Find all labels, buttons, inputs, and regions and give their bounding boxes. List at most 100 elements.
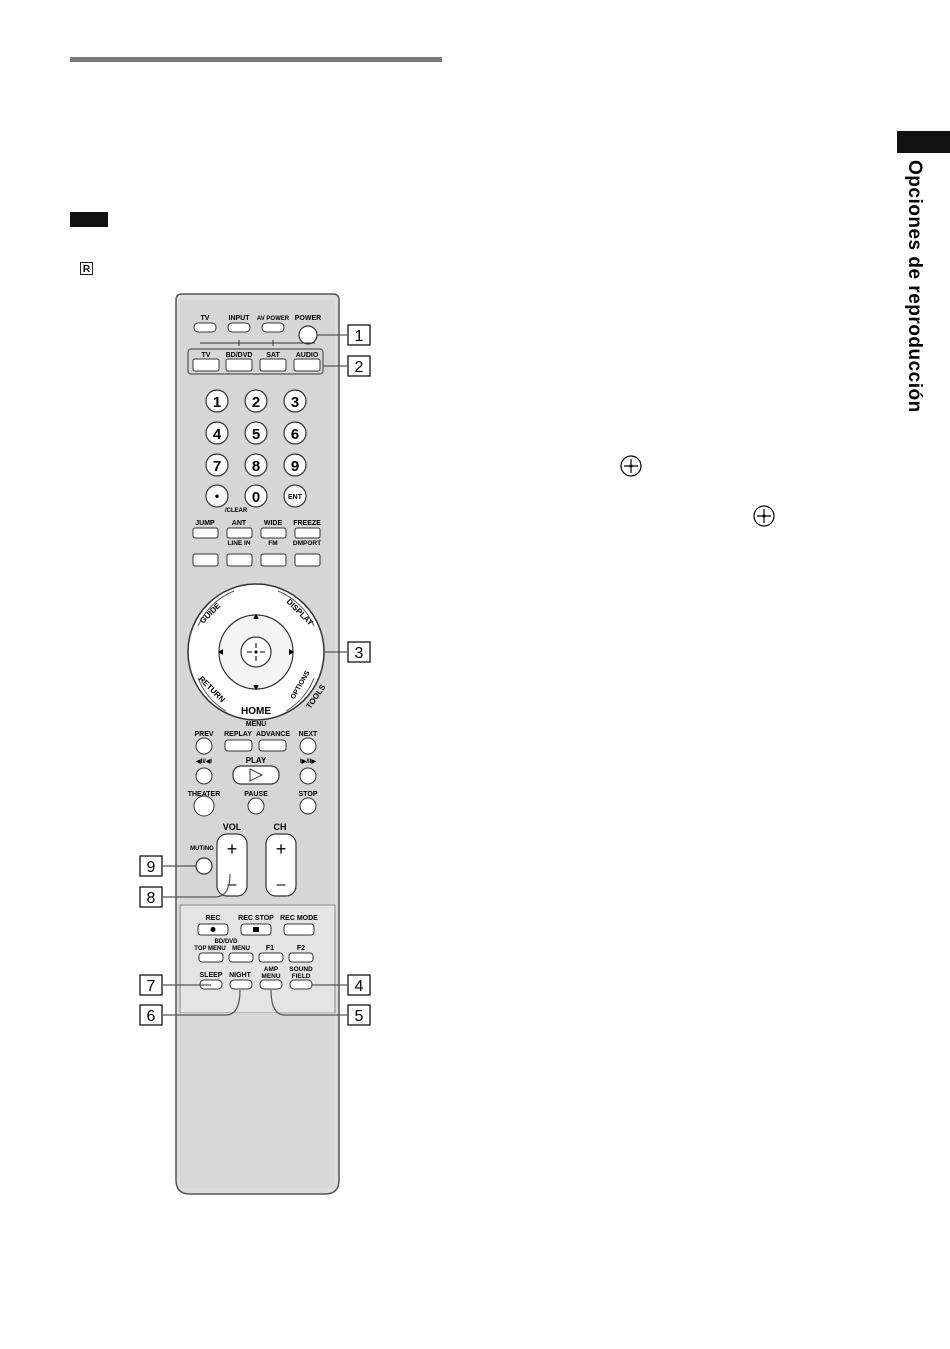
transport-row-2: ◀II/◀I PLAY I▶/II▶	[195, 756, 317, 785]
tv-button[interactable]	[193, 322, 217, 333]
field-label: FIELD	[292, 973, 311, 980]
next-label: NEXT	[299, 731, 318, 738]
callout-box	[347, 324, 371, 346]
enter-icon	[620, 455, 642, 477]
tv-select-button[interactable]	[192, 358, 220, 372]
callout-box	[347, 974, 371, 996]
slow-fwd-label: I▶/II▶	[300, 758, 316, 765]
callout-number: 9	[147, 859, 156, 876]
digit-button[interactable]	[205, 389, 229, 413]
wide-button[interactable]	[260, 527, 287, 539]
rec-stop-label: REC STOP	[238, 915, 274, 922]
audio-select-button[interactable]	[293, 358, 321, 372]
top-menu-button[interactable]	[198, 952, 224, 963]
rec-label: REC	[206, 915, 221, 922]
line-in-label: LINE IN	[227, 540, 250, 547]
rec-mode-label: REC MODE	[280, 915, 318, 922]
clear-label: /CLEAR	[225, 508, 248, 514]
digit-button[interactable]	[283, 389, 307, 413]
digit-button[interactable]	[283, 421, 307, 445]
digit-button[interactable]	[244, 484, 268, 508]
ant-button[interactable]	[226, 527, 253, 539]
dot-button[interactable]	[205, 484, 229, 508]
chapter-title: Opciones de reproducción	[904, 160, 925, 413]
digit-button[interactable]	[244, 453, 268, 477]
color-button-green[interactable]	[226, 553, 253, 567]
color-button-red[interactable]	[192, 553, 219, 567]
function-select-row: TV BD/DVD SAT AUDIO	[192, 352, 321, 372]
digit-button[interactable]	[283, 453, 307, 477]
digit-button[interactable]	[205, 453, 229, 477]
ch-plus: +	[276, 839, 287, 859]
digit-button[interactable]	[205, 421, 229, 445]
dmport-label: DMPORT	[293, 540, 321, 547]
volume-rocker[interactable]	[216, 833, 248, 897]
slow-rev-label: ◀II/◀I	[195, 758, 212, 765]
play-label: PLAY	[246, 756, 267, 765]
replay-button[interactable]	[224, 739, 253, 752]
muting-button[interactable]	[195, 857, 213, 875]
play-button[interactable]	[232, 765, 280, 785]
av-power-button[interactable]	[261, 322, 285, 333]
color-button-yellow[interactable]	[260, 553, 287, 567]
input-button[interactable]	[227, 322, 251, 333]
freeze-button[interactable]	[294, 527, 321, 539]
next-button[interactable]	[299, 737, 317, 755]
stop-button[interactable]	[299, 797, 317, 815]
fast-forward-button[interactable]	[299, 767, 317, 785]
f1-button[interactable]	[258, 952, 284, 963]
channel-rocker[interactable]	[265, 833, 297, 897]
vol-label: VOL	[223, 822, 242, 832]
callout-number: 4	[355, 978, 364, 995]
callout-2-box	[187, 348, 324, 375]
prev-button[interactable]	[195, 737, 213, 755]
night-label: NIGHT	[229, 972, 252, 979]
sound-field-button[interactable]	[289, 979, 313, 990]
bddvd-select-button[interactable]	[225, 358, 253, 372]
amp-label: AMP	[264, 966, 279, 973]
freeze-label: FREEZE	[293, 520, 321, 527]
tv-label: TV	[201, 315, 210, 322]
rec-mode-button[interactable]	[283, 923, 315, 936]
digit-label: 7	[213, 458, 221, 475]
sat-select-label: SAT	[266, 352, 280, 359]
ant-label: ANT	[232, 520, 247, 527]
pause-button[interactable]	[247, 797, 265, 815]
ch-minus: –	[277, 876, 286, 893]
digit-button[interactable]	[244, 421, 268, 445]
theater-button[interactable]	[193, 795, 215, 817]
bddvd-label: BD/DVD	[214, 939, 238, 945]
night-button[interactable]	[229, 979, 253, 990]
digit-label: 8	[252, 458, 260, 475]
ent-button[interactable]	[283, 484, 307, 508]
callout-number: 1	[355, 328, 364, 345]
advance-button[interactable]	[258, 739, 287, 752]
power-button[interactable]	[298, 325, 318, 345]
audio-select-label: AUDIO	[296, 352, 319, 359]
sleep-label: SLEEP	[200, 972, 223, 979]
menu-button[interactable]	[228, 952, 254, 963]
number-pad: 1 2 3 4 5 6 7 8 9 • 0 ENT /CLEAR	[205, 389, 307, 514]
chapter-tab	[897, 131, 950, 153]
menu-label-2: MENU	[232, 946, 250, 952]
dot-label: •	[215, 489, 219, 503]
callout-number: 2	[355, 359, 364, 376]
av-power-label: AV POWER	[257, 316, 290, 322]
jump-button[interactable]	[192, 527, 219, 539]
callout-box	[139, 855, 163, 877]
digit-label: 6	[291, 426, 299, 443]
rewind-button[interactable]	[195, 767, 213, 785]
bddvd-select-label: BD/DVD	[226, 352, 253, 359]
vol-plus: +	[227, 839, 238, 859]
sat-select-button[interactable]	[259, 358, 287, 372]
callout-number: 6	[147, 1008, 156, 1025]
color-button-blue[interactable]	[294, 553, 321, 567]
f2-button[interactable]	[288, 952, 314, 963]
power-label: POWER	[295, 315, 321, 322]
amp-menu-button[interactable]	[259, 979, 283, 990]
home-button[interactable]: HOME	[241, 706, 271, 717]
callout-number: 5	[355, 1008, 364, 1025]
digit-button[interactable]	[244, 389, 268, 413]
callout-box	[347, 1004, 371, 1026]
amp-menu-label: MENU	[261, 973, 280, 980]
